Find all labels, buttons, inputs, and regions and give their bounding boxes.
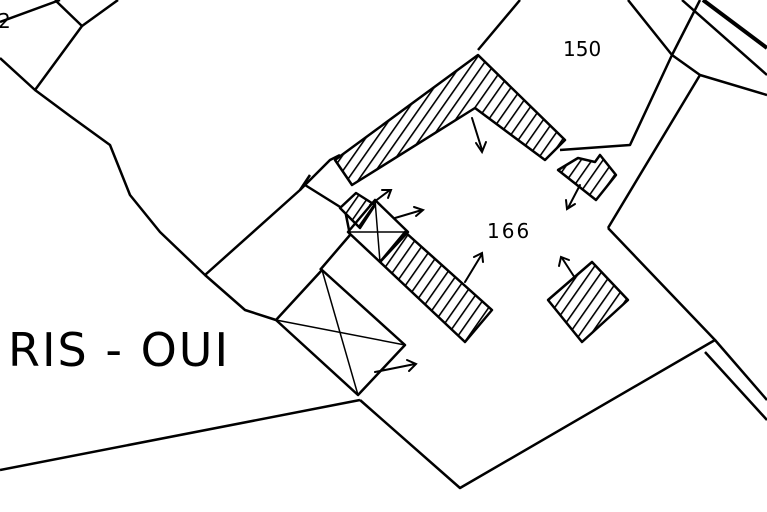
building-hatched-l-shape <box>333 53 567 187</box>
arrow-crossed-small-1-head <box>381 189 393 199</box>
arrow-long-building-head <box>473 251 484 263</box>
parcel-150-top-line <box>670 0 702 56</box>
arrow-crossed-large <box>374 363 416 373</box>
building-hatched-square <box>546 260 630 344</box>
building-hatched-small-right <box>556 153 618 202</box>
parcel-boundary-top-left-2 <box>0 0 61 24</box>
arrow-crossed-large-head <box>406 359 418 372</box>
parcel-label-edge: 2 <box>0 9 11 33</box>
building-hatched-small-left <box>338 191 377 230</box>
arrow-small-right <box>567 184 581 209</box>
parcel-boundary-right-mid <box>606 74 702 229</box>
place-name-label: RIS - OUI <box>8 323 230 377</box>
arrow-small-right-head <box>565 199 576 211</box>
building-hatched-long <box>378 230 494 344</box>
building-crossed-large-x2 <box>321 269 359 396</box>
parcel-boundary-left-mid <box>204 274 277 322</box>
arrow-l-shape <box>471 117 483 151</box>
parcel-boundary-top-left <box>0 0 84 92</box>
road-edge-right-lower <box>714 339 767 401</box>
parcel-boundary-top-diagonal <box>81 0 119 28</box>
arrow-crossed-small-1 <box>369 189 391 206</box>
parcel-166-top <box>299 153 341 191</box>
arrow-square-building-head <box>558 255 570 267</box>
parcel-150-boundary <box>477 0 521 51</box>
arrow-l-shape-head <box>475 141 487 155</box>
parcel-boundary-curve <box>34 88 312 277</box>
arrow-long-building <box>464 253 483 283</box>
parcel-label-150: 150 <box>563 37 601 61</box>
road-edge-top-right-2 <box>701 0 767 50</box>
road-edge-top-right <box>681 0 767 76</box>
parcel-label-166: 166 <box>487 219 531 243</box>
arrow-crossed-small-2 <box>394 209 423 219</box>
parcel-150-right <box>559 0 674 152</box>
parcel-boundary-lower <box>0 398 361 472</box>
arrow-crossed-small-2-head <box>413 206 425 217</box>
parcel-166-boundary <box>359 227 717 490</box>
building-crossed-small-x2 <box>374 199 381 263</box>
parcel-boundary-left-top <box>304 183 352 271</box>
road-edge-right-lower-2 <box>704 351 767 421</box>
arrow-square-building <box>561 257 576 279</box>
